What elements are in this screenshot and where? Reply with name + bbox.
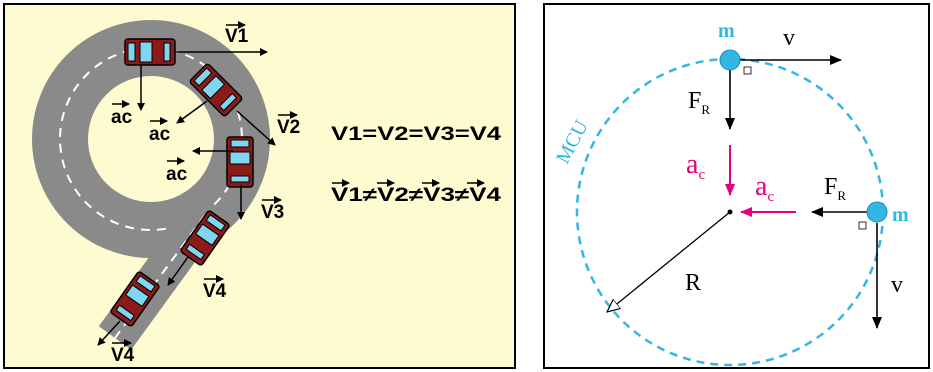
label-v4-upper: V4 <box>203 281 227 302</box>
equation-vectors-not-equal: V1≠V2≠V3≠V4 <box>331 185 502 206</box>
label-v1: V1 <box>225 26 249 47</box>
label-v3: V3 <box>261 202 284 223</box>
label-ac-3: ac <box>166 164 188 185</box>
label-v-top: v <box>783 25 795 51</box>
label-m-right: m <box>892 204 909 226</box>
label-radius: R <box>685 270 701 296</box>
left-diagram-panel: V1 V2 V3 V4 V4 ac ac ac V1=V2=V3=V4 V1≠V… <box>3 3 516 369</box>
label-ac-right: ac <box>755 171 774 205</box>
label-force-top: FR <box>688 88 710 117</box>
label-m-top: m <box>718 20 735 42</box>
mcu-diagram: m m v v FR FR ac ac R MCU <box>552 20 909 367</box>
label-ac-1: ac <box>111 107 133 128</box>
velocity-vector-4b <box>97 320 121 346</box>
velocity-vector-2 <box>236 110 276 146</box>
label-v4-lower: V4 <box>111 345 135 366</box>
radius-line <box>607 211 731 312</box>
car-3 <box>226 136 254 188</box>
label-ac-2: ac <box>149 124 171 145</box>
velocity-vector-4a <box>167 256 189 286</box>
road-diagram: V1 V2 V3 V4 V4 ac ac ac V1=V2=V3=V4 V1≠V… <box>5 5 514 367</box>
accel-vector-2 <box>176 100 208 124</box>
label-ac-top: ac <box>686 149 705 183</box>
label-v2: V2 <box>277 117 300 138</box>
right-angle-top <box>743 66 752 75</box>
right-angle-right <box>858 221 867 230</box>
label-force-right: FR <box>824 174 846 203</box>
mass-right <box>866 201 888 223</box>
mass-top <box>719 49 741 71</box>
right-diagram-panel: m m v v FR FR ac ac R MCU <box>543 3 930 369</box>
equation-speeds-equal: V1=V2=V3=V4 <box>331 124 502 145</box>
circle-center <box>727 209 733 215</box>
label-v-right: v <box>891 272 903 298</box>
car-1 <box>124 38 176 66</box>
